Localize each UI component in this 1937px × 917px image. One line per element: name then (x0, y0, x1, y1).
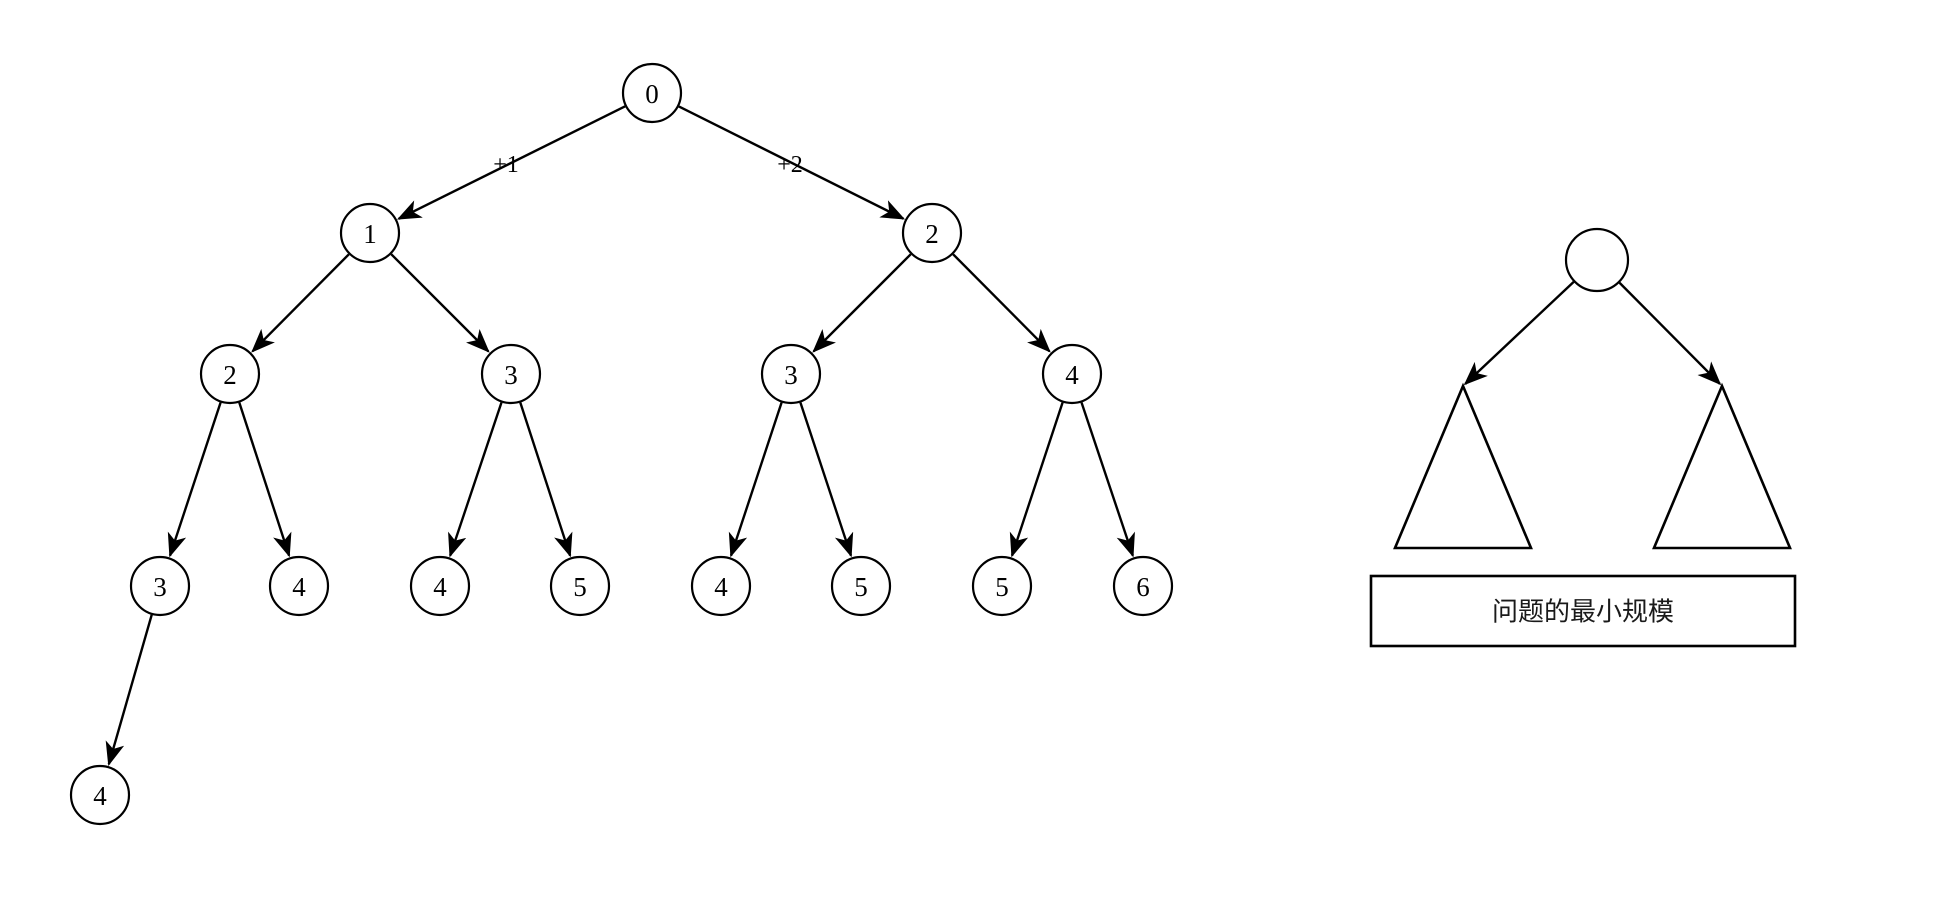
tree-node-label: 3 (784, 360, 798, 390)
tree-node-label: 1 (363, 219, 377, 249)
tree-node: 4 (690, 555, 752, 617)
tree-node-circle (760, 343, 822, 405)
tree-node-circle (268, 555, 330, 617)
tree-node-label: 5 (573, 572, 587, 602)
tree-node-label: 4 (433, 572, 447, 602)
tree-node-circle (69, 764, 131, 826)
tree-node: 4 (409, 555, 471, 617)
tree-node-circle (339, 202, 401, 264)
base-case-edge-left (1463, 281, 1575, 386)
tree-edge (812, 253, 912, 353)
tree-edge (105, 614, 153, 767)
tree-node-label: 3 (153, 572, 167, 602)
minimum-scale-callout-box (1369, 574, 1797, 648)
tree-node-circle (1041, 343, 1103, 405)
left-subtree-triangle-icon (1393, 382, 1533, 550)
tree-node-label: 4 (292, 572, 306, 602)
right-subtree-triangle-icon (1652, 382, 1792, 550)
tree-node: 1 (339, 202, 401, 264)
tree-node-label: 5 (995, 572, 1009, 602)
tree-node: 5 (830, 555, 892, 617)
tree-node: 0 (621, 62, 683, 124)
tree-edge (952, 253, 1051, 353)
tree-node-label: 2 (925, 219, 939, 249)
tree-node-label: 0 (645, 79, 659, 109)
tree-edge (799, 402, 854, 558)
tree-edge (519, 402, 573, 558)
tree-node: 3 (760, 343, 822, 405)
tree-node-circle (971, 555, 1033, 617)
tree-edge (1009, 402, 1064, 558)
tree-node: 3 (129, 555, 191, 617)
tree-node: 4 (1041, 343, 1103, 405)
tree-node: 4 (268, 555, 330, 617)
tree-node-label: 3 (504, 360, 518, 390)
tree-node-circle (690, 555, 752, 617)
base-case-illustration-group: 问题的最小规模 (1369, 227, 1797, 648)
tree-edge (678, 105, 906, 220)
tree-node-circle (480, 343, 542, 405)
tree-edge (396, 105, 626, 220)
tree-node: 5 (971, 555, 1033, 617)
tree-node: 2 (199, 343, 261, 405)
tree-node: 5 (549, 555, 611, 617)
tree-edge-label: +1 (493, 152, 519, 178)
tree-node-circle (1112, 555, 1174, 617)
tree-node-circle (830, 555, 892, 617)
recursion-tree-edge-labels: +1 +2 (493, 152, 803, 178)
tree-edge (1080, 402, 1135, 558)
tree-edge (448, 402, 503, 558)
tree-node-label: 4 (714, 572, 728, 602)
tree-node: 3 (480, 343, 542, 405)
tree-node-label: 5 (854, 572, 868, 602)
recursion-tree-edges (105, 105, 1135, 767)
tree-edge (251, 253, 350, 353)
tree-edge (238, 402, 292, 558)
tree-edge-label: +2 (777, 152, 803, 178)
tree-node: 2 (901, 202, 963, 264)
tree-node-circle (129, 555, 191, 617)
tree-node-circle (621, 62, 683, 124)
base-case-root-node (1564, 227, 1630, 293)
tree-node-label: 4 (93, 781, 107, 811)
tree-node-circle (901, 202, 963, 264)
tree-edge (728, 402, 783, 558)
minimum-scale-callout-label: 问题的最小规模 (1492, 598, 1674, 627)
tree-node-label: 4 (1065, 360, 1079, 390)
tree-edge (390, 253, 490, 353)
tree-node-label: 6 (1136, 572, 1150, 602)
tree-edge (167, 402, 222, 558)
tree-node-circle (199, 343, 261, 405)
recursion-tree-nodes: 0 1 2 2 3 3 4 3 4 4 5 4 5 5 6 4 (69, 62, 1174, 826)
tree-node: 4 (69, 764, 131, 826)
base-case-edge-right (1618, 281, 1722, 386)
tree-node-circle (549, 555, 611, 617)
tree-node-circle (409, 555, 471, 617)
tree-node-label: 2 (223, 360, 237, 390)
tree-node: 6 (1112, 555, 1174, 617)
